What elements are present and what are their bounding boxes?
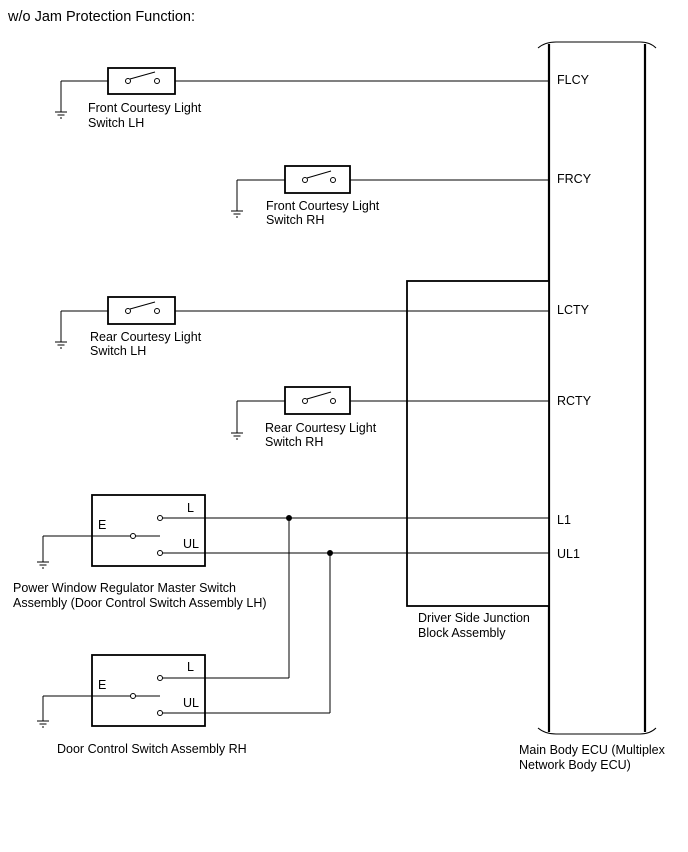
ground-icon (55, 341, 67, 349)
rear-rh-label-line1: Rear Courtesy Light (265, 421, 377, 435)
master-switch-label-line1: Power Window Regulator Master Switch (13, 581, 236, 595)
door-rh-terminal-l: L (187, 660, 194, 674)
terminal-l1: L1 (557, 513, 571, 527)
master-switch-label-line2: Assembly (Door Control Switch Assembly L… (13, 596, 267, 610)
ground-icon (231, 432, 243, 440)
door-rh-terminal-ul: UL (183, 696, 199, 710)
switch-contact-icon (306, 170, 332, 179)
driver-side-junction-block: Driver Side Junction Block Assembly (406, 280, 550, 640)
main-ecu-label-line1: Main Body ECU (Multiplex (519, 743, 666, 757)
rear-lh-label-line2: Switch LH (90, 344, 146, 358)
ground-icon (37, 561, 49, 569)
terminal-frcy: FRCY (557, 172, 592, 186)
rear-courtesy-light-switch-lh: Rear Courtesy Light Switch LH (55, 296, 549, 358)
front-courtesy-light-switch-lh: Front Courtesy Light Switch LH (55, 67, 549, 130)
front-rh-label-line1: Front Courtesy Light (266, 199, 380, 213)
ground-icon (231, 210, 243, 218)
master-terminal-ul: UL (183, 537, 199, 551)
front-lh-label-line2: Switch LH (88, 116, 144, 130)
diagram-title: w/o Jam Protection Function: (7, 9, 195, 25)
main-ecu-label-line2: Network Body ECU) (519, 758, 631, 772)
door-control-switch-rh: E L UL Door Control Switch Assembly RH (37, 654, 330, 756)
master-terminal-e: E (98, 518, 106, 532)
ground-icon (55, 111, 67, 119)
switch-contact-icon (306, 391, 332, 400)
terminal-ul1: UL1 (557, 547, 580, 561)
terminal-lcty: LCTY (557, 303, 590, 317)
front-courtesy-light-switch-rh: Front Courtesy Light Switch RH (231, 165, 549, 227)
front-lh-label-line1: Front Courtesy Light (88, 101, 202, 115)
rear-courtesy-light-switch-rh: Rear Courtesy Light Switch RH (231, 386, 549, 449)
switch-contact-icon (129, 301, 156, 310)
rear-lh-label-line1: Rear Courtesy Light (90, 330, 202, 344)
junction-block-label-line2: Block Assembly (418, 626, 506, 640)
door-rh-label: Door Control Switch Assembly RH (57, 742, 247, 756)
junction-block-label-line1: Driver Side Junction (418, 611, 530, 625)
rear-rh-label-line2: Switch RH (265, 435, 323, 449)
door-rh-terminal-e: E (98, 678, 106, 692)
switch-contact-icon (129, 71, 156, 80)
front-rh-label-line2: Switch RH (266, 213, 324, 227)
power-window-master-switch: E L UL Power Window Regulator Master Swi… (13, 494, 549, 610)
terminal-rcty: RCTY (557, 394, 592, 408)
ground-icon (37, 720, 49, 728)
terminal-flcy: FLCY (557, 73, 590, 87)
master-terminal-l: L (187, 501, 194, 515)
